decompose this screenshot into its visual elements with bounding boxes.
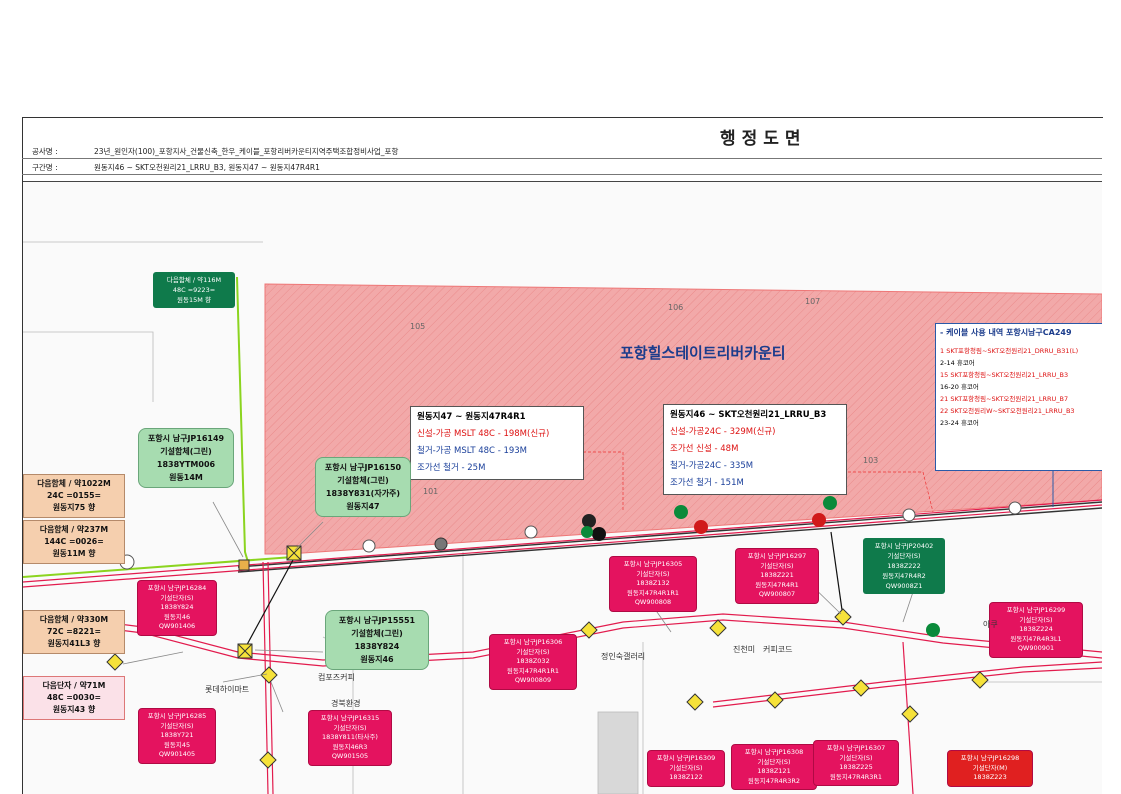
legend-title: - 케이블 사용 내역 포항시남구CA249	[940, 328, 1072, 337]
info-box-1-line: 철거-가공 MSLT 48C - 193M	[417, 446, 528, 456]
project-value: 23년_원인자(100)_포항지사_건물신축_한우_케이블_포항리버카운티지역주…	[94, 147, 399, 156]
jp-callout[interactable]: 포항시 남구JP16284 기설단자(S) 1838Y824 원동지46 QW9…	[137, 580, 217, 636]
page-title: 행정도면	[720, 129, 807, 149]
cable-legend: - 케이블 사용 내역 포항시남구CA249 1 SKT포항청림~SKT오천원리…	[935, 323, 1102, 471]
legend-item: 2-14 휴코어	[940, 359, 975, 367]
info-box-2-title: 원동지46 ~ SKT오천원리21_LRRU_B3	[670, 410, 827, 420]
section-key: 구간명 :	[32, 163, 58, 172]
place-label: 컴포즈커피	[318, 673, 355, 682]
place-label: 진천미	[733, 645, 756, 654]
next-closure-box: 다음함체 / 약237M 144C =0026= 원동11M 향	[23, 520, 125, 564]
jp-callout[interactable]: 포항시 남구JP16297 기설단자(S) 1838Z221 원동지47R4R1…	[735, 548, 819, 604]
jp-callout[interactable]: 포항시 남구JP16150 기설함체(그린) 1838Y831(자가주) 원동지…	[315, 457, 411, 517]
jp-callout[interactable]: 포항시 남구JP16298 기설단자(M) 1838Z223	[947, 750, 1033, 787]
legend-item: 16-20 휴코어	[940, 383, 979, 391]
project-row: 공사명 : 23년_원인자(100)_포항지사_건물신축_한우_케이블_포항리버…	[22, 142, 1102, 159]
info-box-2-line: 조가선 철거 - 151M	[670, 478, 744, 488]
info-box-2-line: 철거-가공24C - 335M	[670, 461, 754, 471]
jp-callout[interactable]: 포항시 남구JP16306 기설단자(S) 1838Z032 원동지47R4R1…	[489, 634, 577, 690]
jp-callout[interactable]: 포항시 남구JP16309 기설단자(S) 1838Z122	[647, 750, 725, 787]
jp-callout[interactable]: 포항시 남구JP16299 기설단자(S) 1838Z224 원동지47R4R3…	[989, 602, 1083, 658]
map-canvas[interactable]: 105 106 107 101 103 포항힐스테이트리버카운티 원동지47 ~…	[23, 181, 1102, 794]
info-box-2: 원동지46 ~ SKT오천원리21_LRRU_B3 신설-가공24C - 329…	[663, 404, 847, 495]
block-label: 101	[423, 487, 439, 496]
jp-callout[interactable]: 포항시 남구JP16149 기설함체(그린) 1838YTM006 원동14M	[138, 428, 234, 488]
block-label: 107	[805, 297, 821, 306]
jp-callout[interactable]: 포항시 남구JP15551 기설함체(그린) 1838Y824 원동지46	[325, 610, 429, 670]
jp-callout[interactable]: 포항시 남구JP16305 기설단자(S) 1838Z132 원동지47R4R1…	[609, 556, 697, 612]
place-label: 롯데하이마트	[205, 685, 250, 694]
next-closure-box: 다음함체 / 약1022M 24C =0155= 원동지75 향	[23, 474, 125, 518]
section-value: 원동지46 ~ SKT오천원리21_LRRU_B3, 원동지47 ~ 원동지47…	[94, 163, 320, 172]
section-row: 구간명 : 원동지46 ~ SKT오천원리21_LRRU_B3, 원동지47 ~…	[22, 158, 1102, 175]
place-label: 정인숙갤러리	[601, 652, 646, 661]
block-label: 103	[863, 456, 879, 465]
project-key: 공사명 :	[32, 147, 58, 156]
pole-markers	[106, 496, 1022, 769]
legend-item: 1 SKT포항청림~SKT오천원리21_DRRU_B31(L)	[940, 347, 1079, 355]
info-box-1-line: 신설-가공 MSLT 48C - 198M(신규)	[417, 429, 550, 439]
block-label: 106	[668, 303, 684, 312]
jp-callout[interactable]: 포항시 남구JP16307 기설단자(S) 1838Z225 원동지47R4R3…	[813, 740, 899, 786]
block-label: 105	[410, 322, 426, 331]
jp-callout[interactable]: 포항시 남구JP16308 기설단자(S) 1838Z121 원동지47R4R3…	[731, 744, 817, 790]
jp-callout[interactable]: 포항시 남구JP16285 기설단자(S) 1838Y721 원동지45 QW9…	[138, 708, 216, 764]
legend-item: 21 SKT포항청림~SKT오천원리21_LRRU_B7	[940, 395, 1069, 403]
place-label: 경북환경	[331, 699, 361, 708]
info-box-1-title: 원동지47 ~ 원동지47R4R1	[417, 412, 526, 422]
legend-item: 23-24 휴코어	[940, 419, 979, 427]
info-box-2-line: 신설-가공24C - 329M(신규)	[670, 427, 776, 437]
next-closure-box: 다음함체 / 약330M 72C =8221= 원동지41L3 향	[23, 610, 125, 654]
place-label: 커피코드	[763, 645, 793, 654]
next-closure-label: 다음함체 / 약116M 48C =9223= 원동15M 향	[153, 272, 235, 308]
jp-callout[interactable]: 포항시 남구JP16315 기설단자(S) 1838Y811(타사주) 원동지4…	[308, 710, 392, 766]
info-box-1: 원동지47 ~ 원동지47R4R1 신설-가공 MSLT 48C - 198M(…	[410, 406, 584, 480]
info-box-1-line: 조가선 철거 - 25M	[417, 463, 486, 473]
next-terminal-box: 다음단자 / 약71M 48C =0030= 원동지43 향	[23, 676, 125, 720]
area-name: 포항힐스테이트리버카운티	[620, 344, 786, 362]
legend-item: 22 SKT오천원리W~SKT오천원리21_LRRU_B3	[940, 407, 1075, 415]
jp-callout[interactable]: 포항시 남구JP20402 기설단자(S) 1838Z222 원동지47R4R2…	[863, 538, 945, 594]
legend-item: 15 SKT포항청림~SKT오천원리21_LRRU_B3	[940, 371, 1069, 379]
info-box-2-line: 조가선 신설 - 48M	[670, 444, 739, 454]
place-label: 아쿠	[983, 620, 998, 629]
